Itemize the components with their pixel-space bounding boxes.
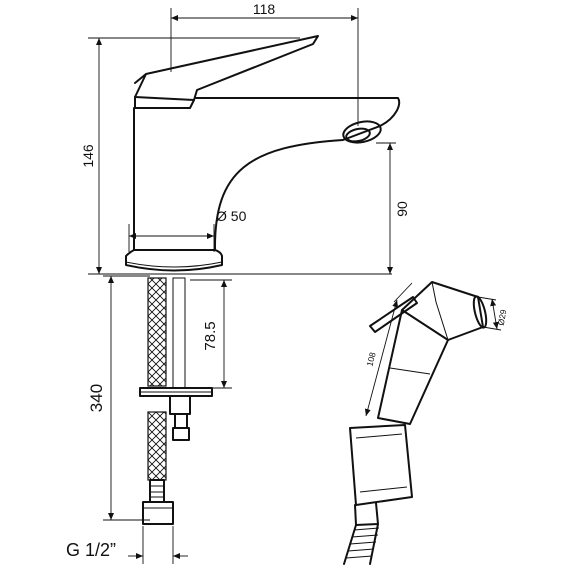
outlet-height-value: 90 xyxy=(394,201,410,217)
dimension-connection-thread: G 1/2” xyxy=(66,526,188,564)
connection-thread-value: G 1/2” xyxy=(66,540,116,560)
hand-shower-head-diameter-value: Ø29 xyxy=(496,308,509,326)
spout-reach-value: 118 xyxy=(253,1,276,17)
dimension-stud-length: 78.5 xyxy=(190,279,232,389)
installation-kit xyxy=(139,277,213,525)
total-height-value: 146 xyxy=(80,144,96,168)
braided-hose xyxy=(147,277,167,387)
threaded-stud xyxy=(172,277,186,389)
dimension-hose-length: 340 xyxy=(87,275,150,521)
dimension-base-diameter: Ø 50 xyxy=(128,208,247,252)
dimension-total-height: 146 xyxy=(80,37,392,275)
dimension-outlet-height: 90 xyxy=(376,142,410,274)
faucet-body xyxy=(125,35,401,272)
stud-length-value: 78.5 xyxy=(202,321,219,350)
hand-shower: 108 Ø29 xyxy=(343,281,509,565)
hose-length-value: 340 xyxy=(87,384,106,412)
base-diameter-value: Ø 50 xyxy=(216,208,247,224)
hand-shower-length-value: 108 xyxy=(365,351,378,367)
dimension-spout-reach: 118 xyxy=(170,1,359,126)
